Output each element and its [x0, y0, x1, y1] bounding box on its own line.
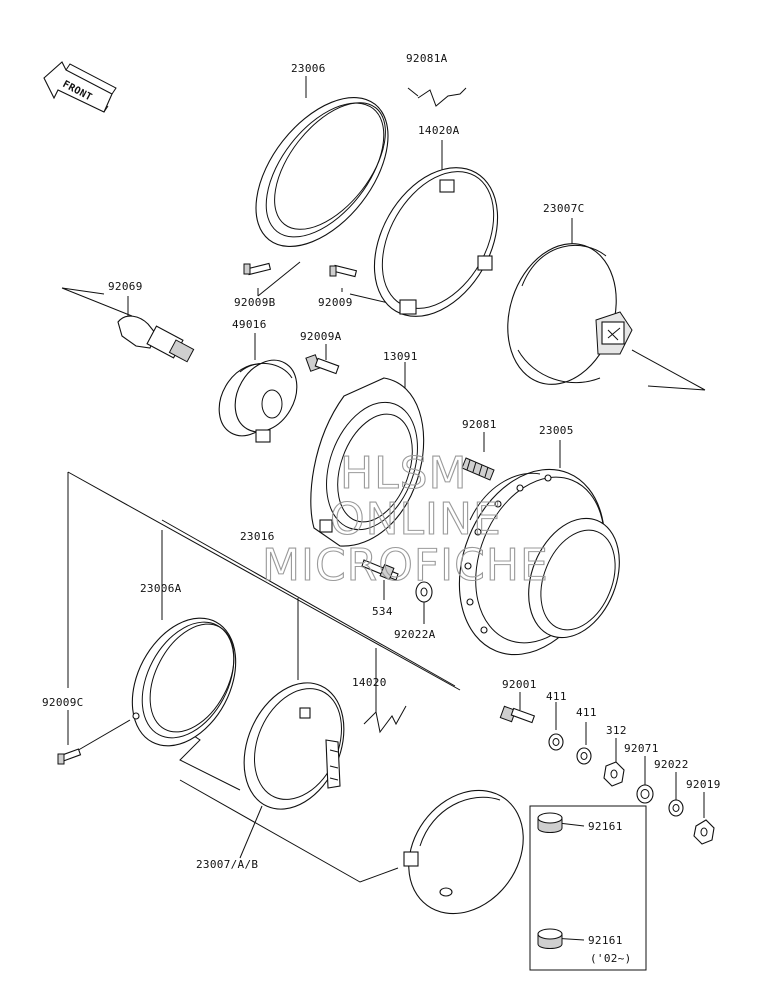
label-92069: 92069	[108, 280, 143, 293]
label-92161-a: 92161	[588, 820, 623, 833]
label-23006A: 23006A	[140, 582, 182, 595]
label-92009C: 92009C	[42, 696, 84, 709]
label-23007C: 23007C	[543, 202, 585, 215]
rim-23006A	[131, 617, 237, 747]
clip-14020	[363, 705, 407, 734]
label-14020A: 14020A	[418, 124, 460, 137]
washer-92022	[668, 799, 684, 817]
label-23007AB: 23007/A/B	[196, 858, 258, 871]
cap-92161-a	[537, 812, 563, 833]
label-411-a: 411	[546, 690, 567, 703]
watermark-line-1: HLSM	[340, 448, 468, 499]
case-23005	[458, 468, 620, 656]
label-92081A: 92081A	[406, 52, 448, 65]
label-14020: 14020	[352, 676, 387, 689]
label-year-note: ('02~)	[590, 952, 632, 965]
bolt-534	[361, 559, 399, 581]
headlight-23007AB	[243, 682, 345, 810]
label-49016: 49016	[232, 318, 267, 331]
label-92022A: 92022A	[394, 628, 436, 641]
label-92022: 92022	[654, 758, 689, 771]
front-direction-arrow: FRONT	[43, 61, 117, 113]
watermark-line-3: MICROFICHE	[262, 540, 549, 591]
grommet-49016	[218, 359, 298, 443]
part-labels: 23006 92081A 14020A 23007C 92069 92009B …	[42, 52, 721, 965]
label-92161-b: 92161	[588, 934, 623, 947]
watermark-line-2: ONLINE	[330, 494, 502, 545]
rim-23006	[255, 97, 389, 247]
label-534: 534	[372, 605, 393, 618]
label-92009: 92009	[318, 296, 353, 309]
cap-92161-b	[537, 928, 563, 949]
label-92019: 92019	[686, 778, 721, 791]
grommet-92071	[636, 784, 654, 804]
label-312: 312	[606, 724, 627, 737]
bulb-92069	[117, 315, 195, 363]
watermark: HLSM ONLINE MICROFICHE	[261, 447, 549, 591]
washer-411-b	[576, 747, 592, 765]
nut-312	[603, 761, 625, 787]
label-23006: 23006	[291, 62, 326, 75]
label-92071: 92071	[624, 742, 659, 755]
label-23016: 23016	[240, 530, 275, 543]
label-13091: 13091	[383, 350, 418, 363]
cover-23016	[403, 789, 524, 915]
label-411-b: 411	[576, 706, 597, 719]
bolt-92001	[499, 705, 536, 724]
label-92009A: 92009A	[300, 330, 342, 343]
label-92001: 92001	[502, 678, 537, 691]
label-92081: 92081	[462, 418, 497, 431]
clip-92081A	[417, 87, 467, 107]
band-14020A	[373, 167, 499, 317]
screw-92009C	[57, 748, 82, 765]
screw-92009A	[305, 354, 340, 375]
label-23005: 23005	[539, 424, 574, 437]
assembly-lines	[61, 76, 706, 941]
headlight-23007C	[507, 243, 633, 385]
housing-13091	[310, 377, 425, 547]
spring-92081	[461, 457, 495, 481]
label-92009B: 92009B	[234, 296, 276, 309]
inset-box-92161	[529, 805, 647, 971]
washer-92022A	[415, 581, 433, 603]
nut-92019	[693, 819, 715, 845]
screw-92009	[329, 264, 358, 278]
washer-411-a	[548, 733, 564, 751]
screw-92009B	[243, 262, 272, 276]
